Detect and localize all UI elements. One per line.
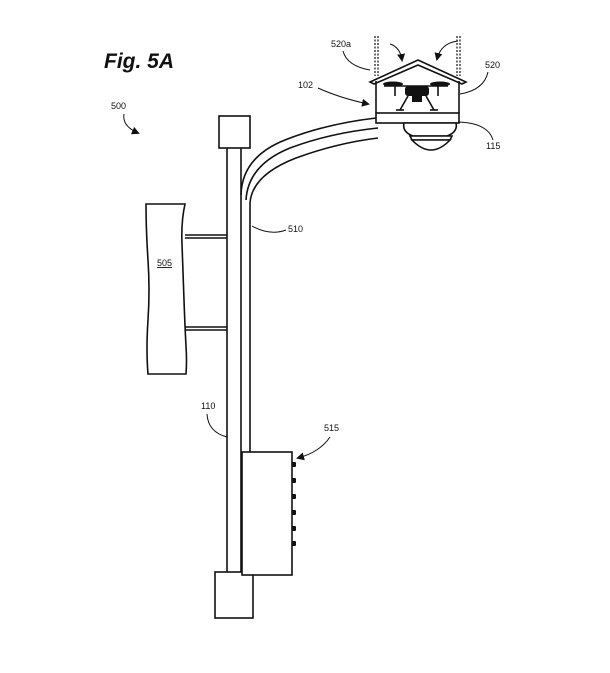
camera-dome bbox=[402, 122, 458, 151]
arrow-515 bbox=[296, 436, 331, 461]
label-515: 515 bbox=[324, 423, 339, 433]
label-102: 102 bbox=[298, 80, 313, 90]
arrow-in-left bbox=[389, 43, 406, 62]
suspension-chains bbox=[374, 36, 461, 76]
sign-panel bbox=[145, 203, 188, 375]
control-box-connectors bbox=[292, 462, 296, 546]
control-box bbox=[241, 451, 293, 576]
sign-text: 505 bbox=[157, 258, 172, 268]
arrow-102 bbox=[317, 87, 370, 107]
leader-520 bbox=[459, 71, 489, 95]
drone bbox=[383, 81, 450, 111]
label-520a: 520a bbox=[331, 39, 351, 49]
label-500: 500 bbox=[111, 101, 126, 111]
leader-110 bbox=[206, 413, 228, 438]
figure-title: Fig. 5A bbox=[104, 50, 174, 73]
label-110: 110 bbox=[201, 401, 215, 411]
pole-base bbox=[214, 571, 254, 619]
arrow-in-right bbox=[434, 40, 459, 61]
pole-top-cap bbox=[218, 115, 251, 149]
label-510: 510 bbox=[288, 224, 303, 234]
label-115: 115 bbox=[486, 141, 500, 151]
arrow-500 bbox=[123, 113, 140, 135]
pole bbox=[226, 148, 242, 572]
leader-520a bbox=[342, 50, 371, 71]
leader-115 bbox=[457, 121, 494, 141]
sign-brackets bbox=[185, 234, 227, 331]
label-520: 520 bbox=[485, 60, 500, 70]
curved-arm bbox=[240, 117, 379, 452]
leader-510 bbox=[251, 225, 287, 233]
